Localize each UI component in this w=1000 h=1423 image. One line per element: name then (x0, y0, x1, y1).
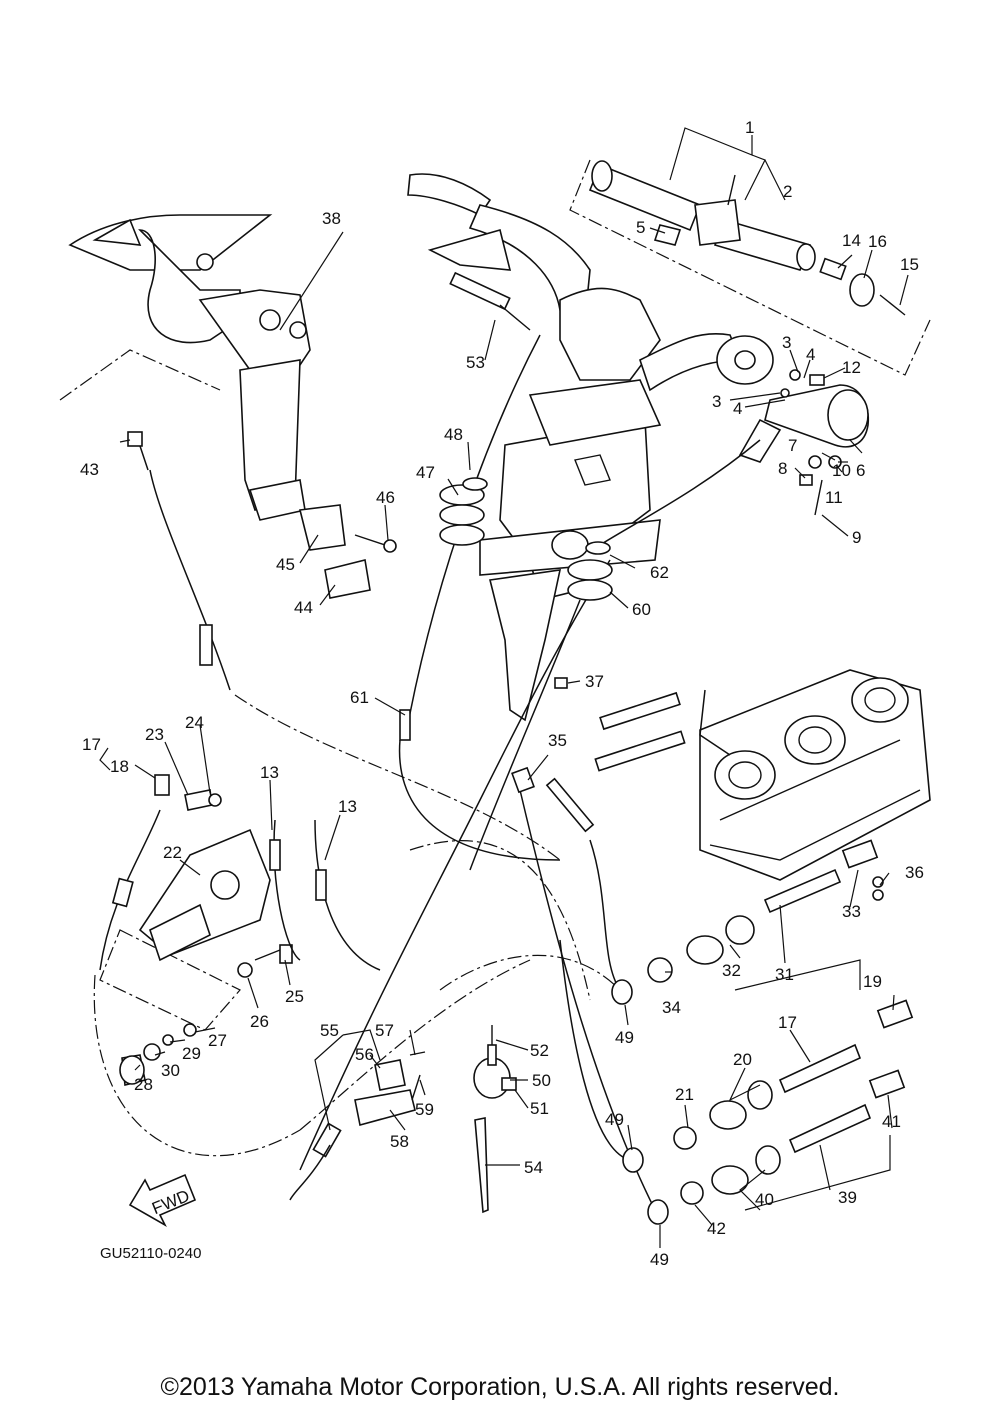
cable-fittings (111, 271, 686, 908)
callout-32: 32 (722, 961, 741, 980)
callout-29: 29 (182, 1044, 201, 1063)
callout-36: 36 (905, 863, 924, 882)
handlebar (407, 173, 774, 392)
brackets-44-46 (299, 504, 397, 599)
callout-39: 39 (838, 1188, 857, 1207)
callout-1: 1 (745, 118, 754, 137)
callout-24: 24 (185, 713, 204, 732)
lower-fittings (611, 839, 914, 1225)
callout-3: 3 (712, 392, 721, 411)
callout-60: 60 (632, 600, 651, 619)
bracket-assembly-22 (119, 774, 293, 1086)
callout-56: 56 (355, 1045, 374, 1064)
callout-9: 9 (852, 528, 861, 547)
callout-19: 19 (863, 972, 882, 991)
callout-13: 13 (260, 763, 279, 782)
callout-62: 62 (650, 563, 669, 582)
callout-61: 61 (350, 688, 369, 707)
callout-4: 4 (733, 399, 742, 418)
callout-16: 16 (868, 232, 887, 251)
callout-17: 17 (778, 1013, 797, 1032)
callout-labels: 1 2 3 3 4 4 5 6 7 8 9 10 11 12 13 13 14 … (80, 118, 924, 1269)
callout-20: 20 (733, 1050, 752, 1069)
callout-6: 6 (856, 461, 865, 480)
callout-52: 52 (530, 1041, 549, 1060)
copyright-notice: ©2013 Yamaha Motor Corporation, U.S.A. A… (160, 1373, 840, 1401)
callout-31: 31 (775, 965, 794, 984)
callout-51: 51 (530, 1099, 549, 1118)
carburetor-assembly (699, 669, 931, 881)
diagram-code: GU52110-0240 (100, 1245, 201, 1262)
callout-3: 3 (782, 333, 791, 352)
callout-22: 22 (163, 843, 182, 862)
callout-14: 14 (842, 231, 861, 250)
steering-column (479, 379, 662, 722)
callout-49: 49 (615, 1028, 634, 1047)
callout-49: 49 (650, 1250, 669, 1269)
callout-23: 23 (145, 725, 164, 744)
callout-47: 47 (416, 463, 435, 482)
callout-57: 57 (375, 1021, 394, 1040)
callout-4: 4 (806, 345, 815, 364)
callout-44: 44 (294, 598, 313, 617)
callout-43: 43 (80, 460, 99, 479)
callout-42: 42 (707, 1219, 726, 1238)
callout-25: 25 (285, 987, 304, 1006)
callout-21: 21 (675, 1085, 694, 1104)
callout-40: 40 (755, 1190, 774, 1209)
callout-49: 49 (605, 1110, 624, 1129)
callout-45: 45 (276, 555, 295, 574)
callout-26: 26 (250, 1012, 269, 1031)
callout-27: 27 (208, 1031, 227, 1050)
fwd-arrow-icon: FWD (128, 1173, 197, 1228)
callout-7: 7 (788, 436, 797, 455)
callout-33: 33 (842, 902, 861, 921)
clamp-parts (289, 1025, 517, 1214)
throttle-assembly (738, 369, 869, 516)
callout-48: 48 (444, 425, 463, 444)
callout-30: 30 (161, 1061, 180, 1080)
callout-54: 54 (524, 1158, 543, 1177)
callout-13: 13 (338, 797, 357, 816)
callout-55: 55 (320, 1021, 339, 1040)
callout-11: 11 (825, 488, 843, 507)
callout-17: 17 (82, 735, 101, 754)
callout-28: 28 (134, 1075, 153, 1094)
callout-38: 38 (322, 209, 341, 228)
callout-59: 59 (415, 1100, 434, 1119)
callout-41: 41 (882, 1112, 901, 1131)
callout-58: 58 (390, 1132, 409, 1151)
callout-35: 35 (548, 731, 567, 750)
grip-assembly (588, 160, 906, 316)
callout-34: 34 (662, 998, 681, 1017)
callout-12: 12 (842, 358, 861, 377)
callout-53: 53 (466, 353, 485, 372)
callout-15: 15 (900, 255, 919, 274)
callout-37: 37 (585, 672, 604, 691)
callout-5: 5 (636, 218, 645, 237)
callout-46: 46 (376, 488, 395, 507)
callout-18: 18 (110, 757, 129, 776)
leader-lines (99, 127, 909, 1248)
callout-50: 50 (532, 1071, 551, 1090)
callout-10: 10 (832, 461, 851, 480)
callout-2: 2 (783, 182, 792, 201)
callout-8: 8 (778, 459, 787, 478)
lever-assembly-38 (68, 214, 311, 521)
